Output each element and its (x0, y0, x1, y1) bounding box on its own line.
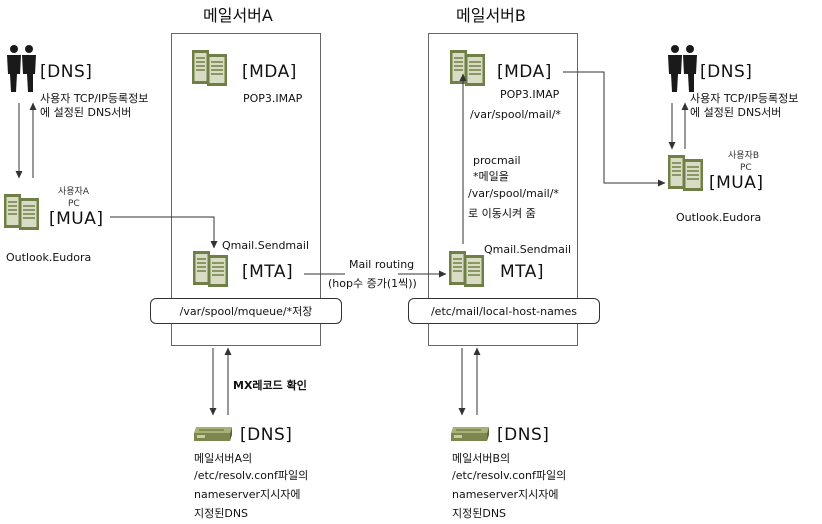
procmail-line2: *메일을 (473, 170, 509, 183)
user-a-pc-icon (3, 193, 40, 231)
server-b-title: 메일서버B (456, 6, 526, 25)
server-a-mda-sub: POP3.IMAP (243, 92, 303, 105)
user-b-dns-desc-line2: 에 설정된 DNS서버 (690, 106, 782, 119)
user-b-pc-label-line2: PC (740, 163, 752, 173)
server-b-mda-label: [MDA] (497, 62, 552, 82)
user-a-dns-desc-line1: 사용자 TCP/IP등록정보 (40, 92, 149, 105)
dns-a-desc-line1: 메일서버A의 (194, 452, 253, 465)
server-b-mta-sub: Qmail.Sendmail (484, 243, 571, 256)
user-a-dns-people-icon (7, 45, 36, 92)
server-b-mda-icon (449, 49, 486, 87)
dns-b-label: [DNS] (497, 425, 550, 445)
dns-b-desc-line4: 지정된DNS (452, 507, 507, 520)
dns-b-desc-line3: nameserver지시자에 (452, 488, 559, 501)
server-a-queue-path: /var/spool/mqueue/*저장 (179, 305, 313, 318)
user-a-mua-label: [MUA] (49, 209, 104, 229)
dns-a-desc-line4: 지정된DNS (194, 507, 249, 520)
user-a-dns-desc-line2: 에 설정된 DNS서버 (40, 106, 132, 119)
mx-lookup-label: MX레코드 확인 (233, 379, 307, 392)
server-a-mta-icon (192, 250, 229, 288)
server-a-title: 메일서버A (203, 6, 273, 25)
user-b-mua-label: [MUA] (709, 173, 764, 193)
user-b-pc-label-line1: 사용자B (728, 151, 760, 161)
dns-a-desc-line3: nameserver지시자에 (194, 488, 301, 501)
routing-label-line2: (hop수 증가(1씩)) (328, 277, 417, 290)
server-a-mta-label: [MTA] (242, 262, 294, 282)
server-a-frame (171, 33, 321, 346)
dns-a-label: [DNS] (240, 425, 293, 445)
dns-b-desc-line2: /etc/resolv.conf파일의 (452, 469, 567, 482)
procmail-line1: procmail (473, 154, 521, 167)
user-b-pc-icon (667, 154, 704, 192)
dns-a-server-icon (193, 426, 233, 442)
user-b-dns-people-icon (668, 45, 697, 92)
server-a-mta-sub: Qmail.Sendmail (222, 239, 309, 252)
user-a-dns-label: [DNS] (40, 62, 93, 82)
dns-a-desc-line2: /etc/resolv.conf파일의 (194, 469, 309, 482)
user-b-dns-label: [DNS] (700, 62, 753, 82)
server-a-queue-path-box: /var/spool/mqueue/*저장 (150, 298, 342, 324)
server-b-hosts-path-box: /etc/mail/local-host-names (408, 298, 600, 324)
server-b-mta-icon (448, 250, 485, 288)
mda-b-to-mua-b-arrow (563, 71, 666, 187)
dns-b-server-icon (450, 426, 490, 442)
server-b-frame (428, 33, 578, 346)
server-b-mta-label: MTA] (500, 262, 544, 282)
mua-a-to-mta-a-arrow (110, 216, 218, 249)
server-b-mda-sub: POP3.IMAP (500, 88, 560, 101)
server-a-mda-icon (191, 49, 228, 87)
user-a-pc-label-line2: PC (68, 199, 80, 209)
routing-label-line1: Mail routing (349, 258, 415, 271)
procmail-line4: 로 이동시켜 줌 (468, 207, 536, 220)
user-b-client: Outlook.Eudora (676, 211, 762, 224)
server-a-mda-label: [MDA] (242, 62, 297, 82)
procmail-line3: /var/spool/mail/* (468, 187, 559, 200)
user-b-dns-desc-line1: 사용자 TCP/IP등록정보 (690, 92, 799, 105)
server-b-hosts-path: /etc/mail/local-host-names (430, 304, 578, 318)
dns-b-desc-line1: 메일서버B의 (452, 452, 511, 465)
server-b-mda-path: /var/spool/mail/* (470, 108, 561, 121)
user-a-client: Outlook.Eudora (6, 251, 92, 264)
user-a-pc-label-line1: 사용자A (58, 187, 89, 197)
